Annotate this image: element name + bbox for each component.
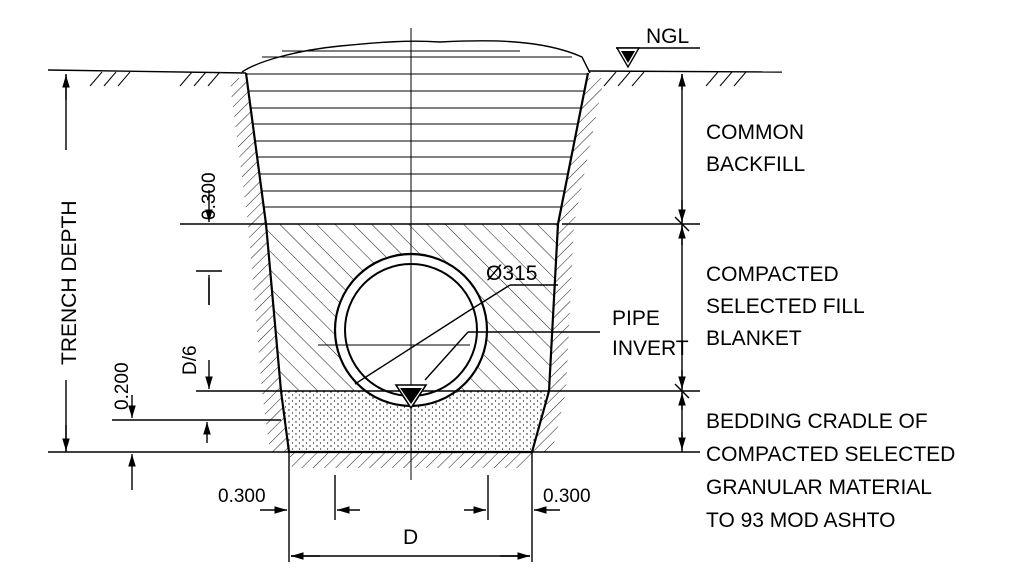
trench-depth-label: TRENCH DEPTH <box>58 200 81 365</box>
bedding-label-1: BEDDING CRADLE OF <box>706 410 928 433</box>
bedding-dimension-label: 0.200 <box>112 362 133 410</box>
pipe-invert-label-2: INVERT <box>612 337 689 360</box>
side-clearance-right-label: 0.300 <box>543 486 591 507</box>
bedding-label-4: TO 93 MOD ASHTO <box>706 509 895 532</box>
pipe-invert-marker <box>394 384 428 410</box>
pipe-diameter-label: Ø315 <box>486 262 537 285</box>
ground-hatch-left <box>89 71 221 87</box>
backfill-mound-outline <box>241 40 591 74</box>
selected-fill-label-2: SELECTED FILL <box>706 295 865 318</box>
bedding-label-3: GRANULAR MATERIAL <box>706 476 932 499</box>
ground-line-left <box>47 69 247 74</box>
ngl-marker <box>615 47 700 69</box>
pipe-invert-label-1: PIPE <box>612 307 660 330</box>
mound-hatch <box>262 50 572 58</box>
common-backfill-label-1: COMMON <box>706 121 804 144</box>
diameter-leader <box>354 311 468 385</box>
ground-line-right <box>587 70 783 73</box>
bedding-label-2: COMPACTED SELECTED <box>706 443 955 466</box>
selected-fill-label-1: COMPACTED <box>706 263 839 286</box>
ngl-label: NGL <box>646 25 689 48</box>
pipe-invert-leader <box>424 331 469 381</box>
soil-hatch-right <box>532 78 604 452</box>
ground-hatch-right <box>603 71 747 87</box>
common-backfill-hatch <box>246 73 588 208</box>
selected-fill-label-3: BLANKET <box>706 327 802 350</box>
trench-width-label: D <box>403 526 418 549</box>
d6-dimension-label: D/6 <box>180 345 201 375</box>
soil-hatch-left <box>230 78 289 452</box>
cover-dimension-label: 0.300 <box>199 172 220 220</box>
side-clearance-left-label: 0.300 <box>218 486 266 507</box>
diameter-leader-ext <box>466 284 511 313</box>
common-backfill-label-2: BACKFILL <box>706 153 805 176</box>
